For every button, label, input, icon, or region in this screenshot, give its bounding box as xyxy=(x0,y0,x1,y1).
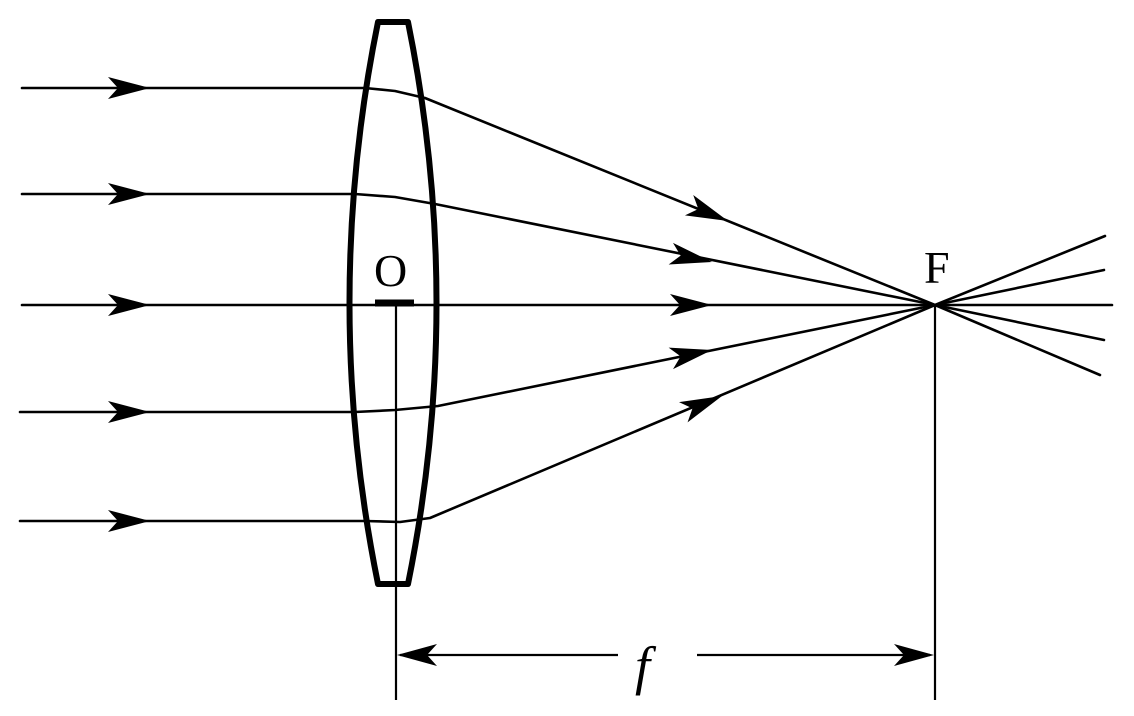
ray-5 xyxy=(18,303,937,524)
incident-arrowheads xyxy=(108,77,150,532)
diverging-ray-1 xyxy=(933,234,1107,307)
arrowhead xyxy=(668,242,712,265)
focal-point-label: F xyxy=(924,242,950,293)
arrowhead xyxy=(108,77,150,99)
focal-length-dimension xyxy=(397,644,934,666)
arrowhead xyxy=(684,195,728,221)
diverging-ray-5 xyxy=(933,303,1102,377)
refracted-arrowheads xyxy=(668,195,728,423)
ray-2 xyxy=(20,192,937,307)
rays xyxy=(18,86,937,524)
diverging-ray-2 xyxy=(933,268,1106,307)
arrowhead xyxy=(108,401,150,423)
dimension-arrow-right xyxy=(894,644,934,666)
diverging-rays xyxy=(933,234,1107,377)
focal-length-label: f xyxy=(635,636,657,696)
arrowhead xyxy=(108,510,150,532)
arrowhead xyxy=(670,294,712,316)
ray-1 xyxy=(20,86,937,307)
arrowhead xyxy=(108,183,150,205)
arrowhead xyxy=(668,347,712,370)
dimension-arrow-left xyxy=(397,644,437,666)
arrowhead xyxy=(108,294,150,316)
convex-lens xyxy=(346,19,440,587)
ray-4 xyxy=(18,303,937,414)
arrowhead xyxy=(679,396,722,423)
optical-center-label: O xyxy=(374,245,407,296)
diverging-ray-4 xyxy=(933,303,1106,342)
